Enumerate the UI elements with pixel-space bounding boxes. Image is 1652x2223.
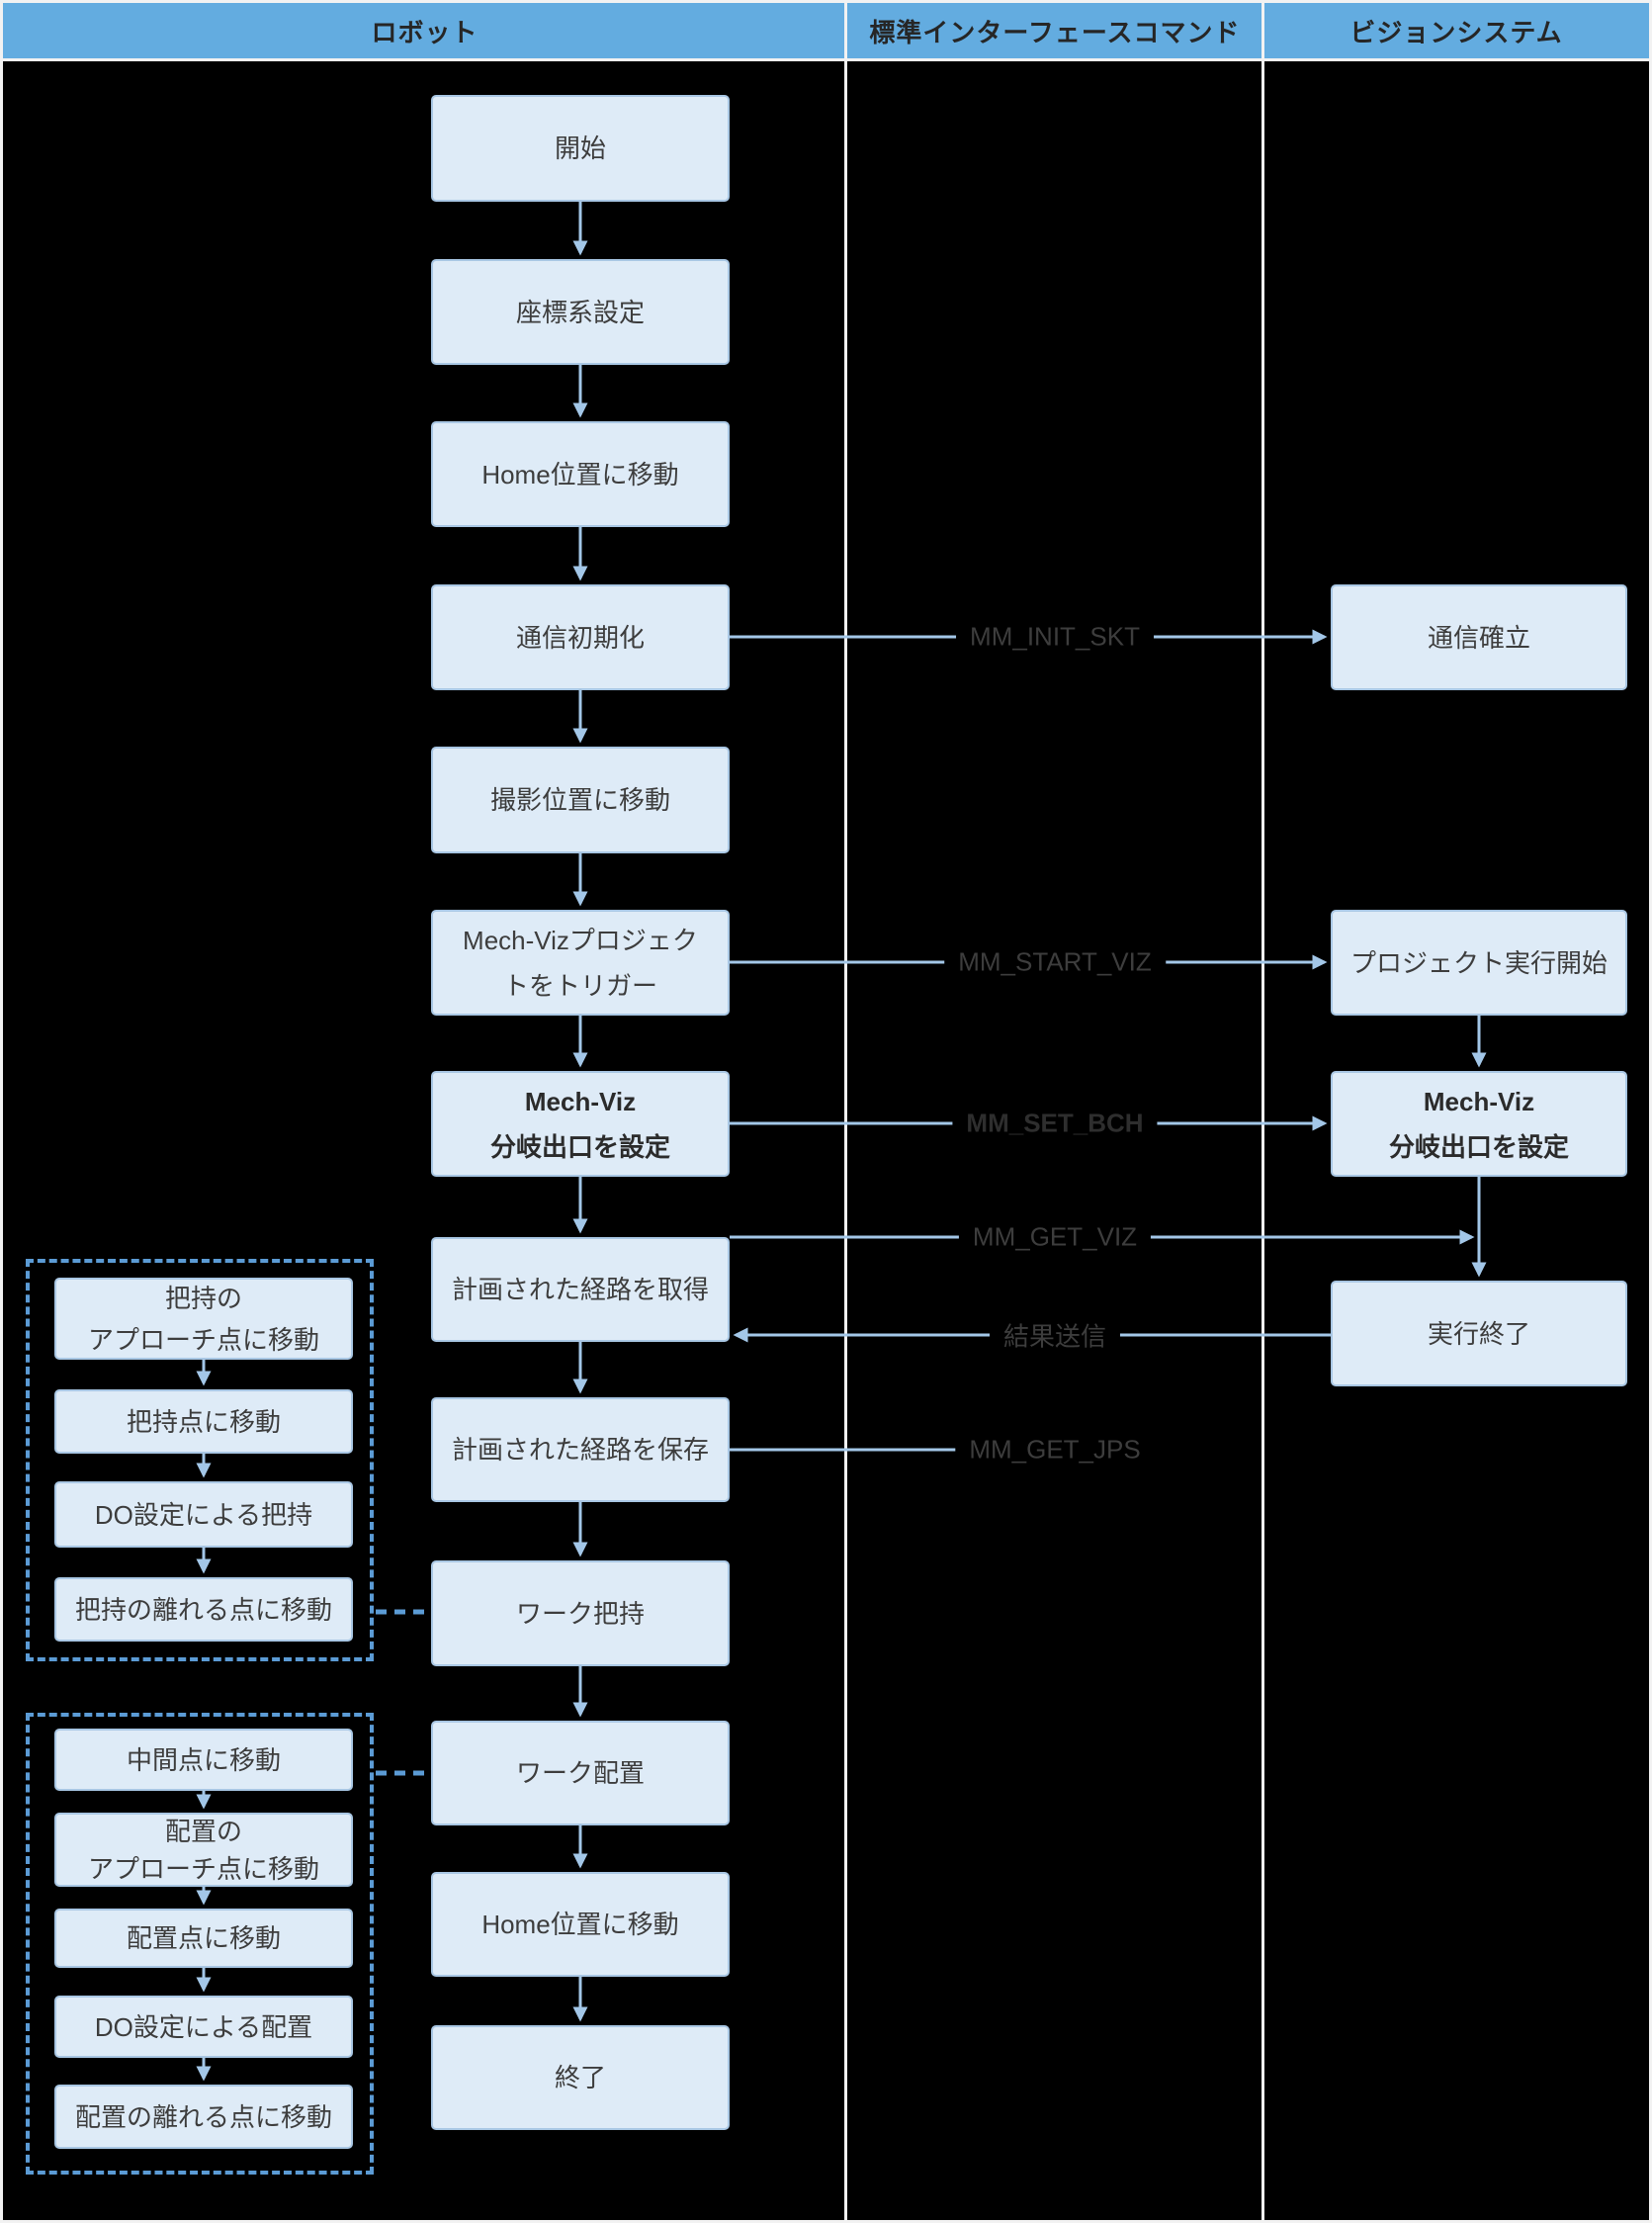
lane-divider-2 [1261,3,1264,2220]
step-start: 開始 [431,95,730,202]
place-step-do-place: DO設定による配置 [54,1996,353,2058]
step-trigger-mechviz: Mech-Vizプロジェク トをトリガー [431,910,730,1016]
vision-project-exec-start: プロジェクト実行開始 [1331,910,1627,1016]
column-header-vision-system: ビジョンシステム [1349,17,1563,47]
header-band [3,3,1649,61]
step-get-planned-path: 計画された経路を取得 [431,1237,730,1342]
vision-comm-established: 通信確立 [1331,584,1627,690]
command-label-mm-get-jps: MM_GET_JPS [955,1432,1155,1467]
step-grasp-workpiece: ワーク把持 [431,1560,730,1666]
pick-subroutine-group [26,1259,374,1661]
step-move-home-2: Home位置に移動 [431,1872,730,1977]
command-label-result-send: 結果送信 [989,1314,1121,1356]
place-step-move-depart: 配置の離れる点に移動 [54,2085,353,2149]
lane-divider-1 [844,3,847,2220]
place-step-move-approach: 配置の アプローチ点に移動 [54,1813,353,1887]
column-header-robot: ロボット [371,17,478,47]
step-move-capture-pos: 撮影位置に移動 [431,747,730,853]
place-step-move-intermediate: 中間点に移動 [54,1729,353,1791]
pick-step-move-pick-point: 把持点に移動 [54,1389,353,1454]
pick-step-move-approach: 把持の アプローチ点に移動 [54,1278,353,1360]
command-label-mm-start-viz: MM_START_VIZ [944,944,1166,980]
step-place-workpiece: ワーク配置 [431,1721,730,1825]
step-set-branch-exit: Mech-Viz 分岐出口を設定 [431,1071,730,1177]
vision-exec-end: 実行終了 [1331,1281,1627,1386]
step-comm-init: 通信初期化 [431,584,730,690]
vision-set-branch-exit: Mech-Viz 分岐出口を設定 [1331,1071,1627,1177]
step-coordinate-setup: 座標系設定 [431,259,730,365]
pick-step-move-depart: 把持の離れる点に移動 [54,1577,353,1642]
place-step-move-place-point: 配置点に移動 [54,1909,353,1968]
command-label-mm-init-skt: MM_INIT_SKT [956,619,1154,655]
step-save-planned-path: 計画された経路を保存 [431,1397,730,1502]
step-move-home: Home位置に移動 [431,421,730,527]
pick-step-do-grasp: DO設定による把持 [54,1481,353,1548]
command-label-mm-set-bch: MM_SET_BCH [952,1106,1158,1141]
column-header-interface-commands: 標準インターフェースコマンド [869,17,1241,47]
place-subroutine-group [26,1713,374,2175]
step-end: 終了 [431,2025,730,2130]
command-label-mm-get-viz: MM_GET_VIZ [958,1219,1152,1255]
